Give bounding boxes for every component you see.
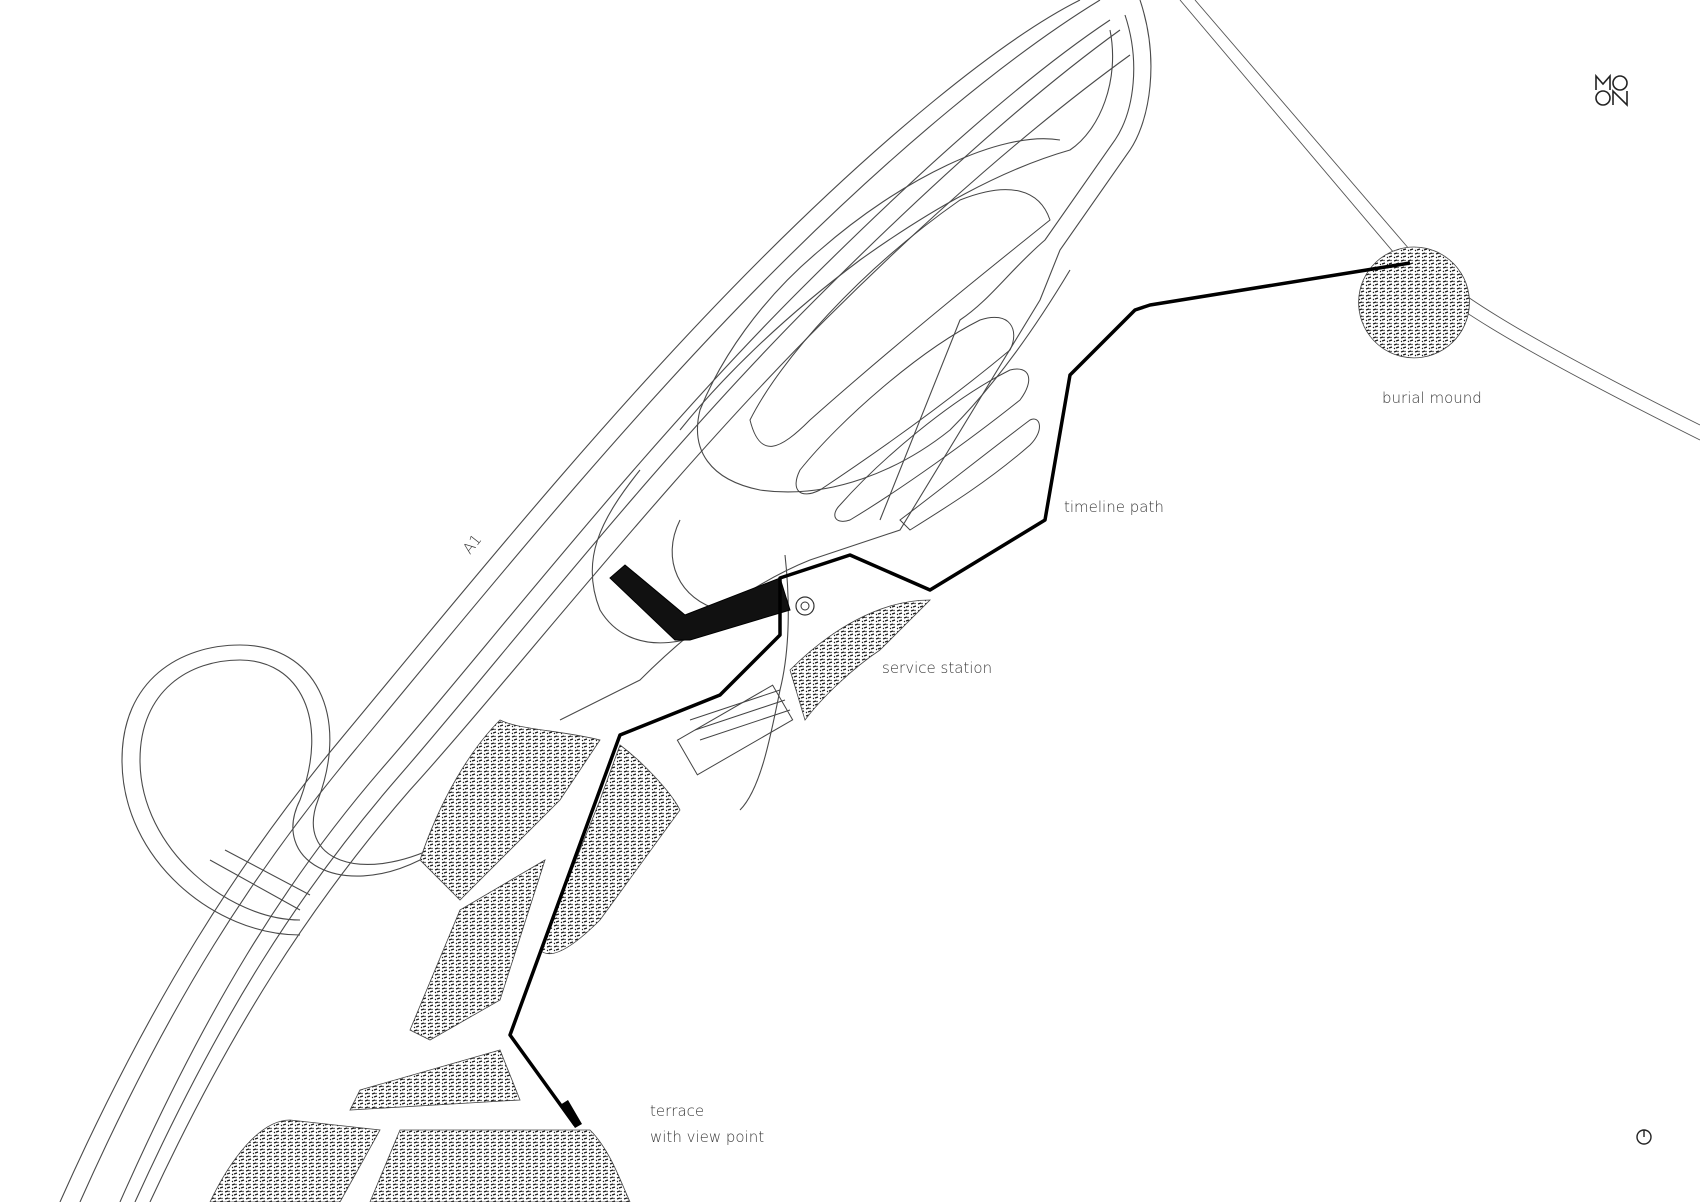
interchange-loop [121,644,441,936]
landscape-areas [209,246,1470,1202]
parking-lots [676,189,1051,776]
service-building [609,564,815,641]
terrace-label-line2: with view point [650,1128,764,1146]
north-arrow-icon [1636,1129,1652,1145]
moon-logo-icon [1595,73,1628,107]
timeline-path-label: timeline path [1064,498,1164,516]
service-area-roads [559,0,1152,811]
motorway-a1 [59,0,1131,1202]
service-station-label: service station [882,659,992,677]
timeline-path-line [508,261,1411,1128]
terrace-label-line1: terrace [650,1102,704,1120]
road-label: A1 [459,531,485,558]
burial-mound-label: burial mound [1382,389,1482,407]
access-road [1179,0,1700,441]
